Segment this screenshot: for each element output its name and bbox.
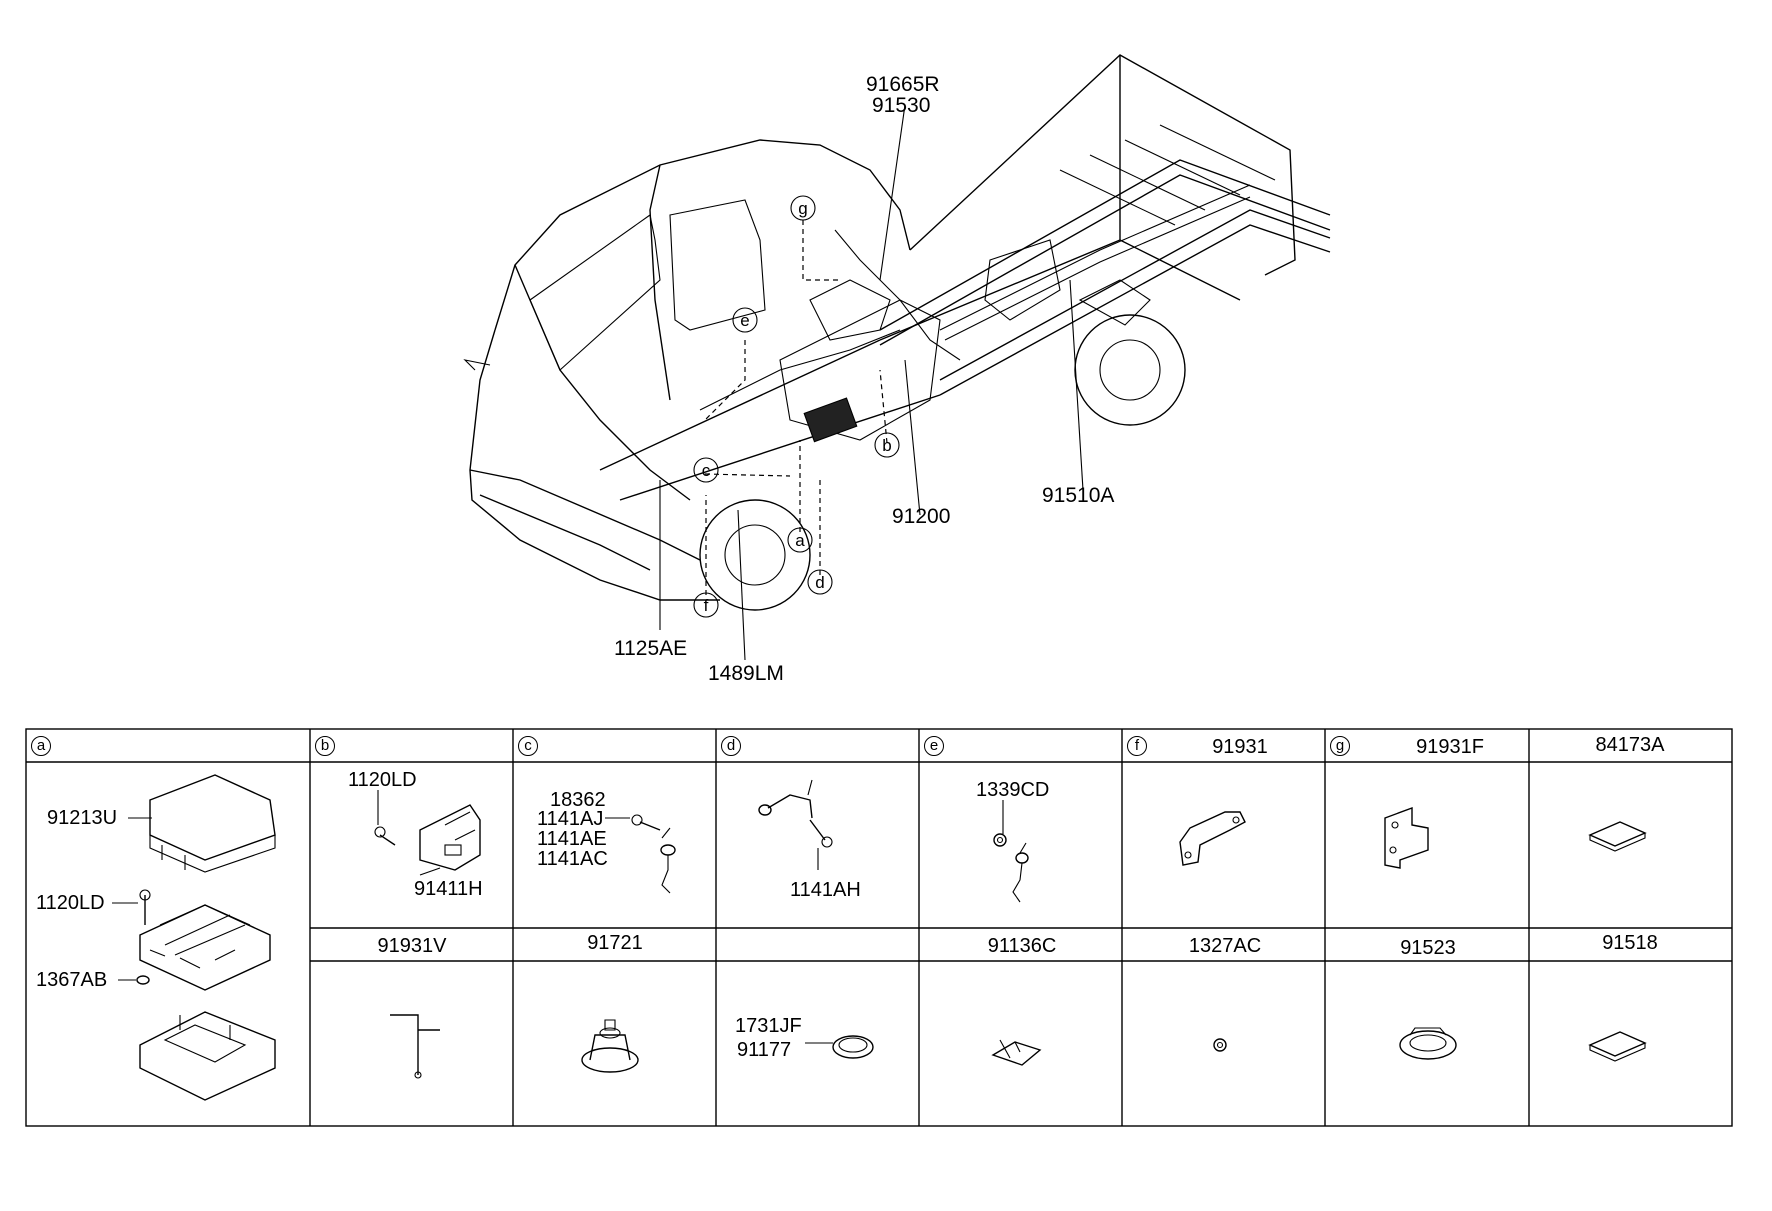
cell-a-letter: a (31, 736, 51, 756)
cell-r2c2-code: 91721 (587, 932, 643, 954)
callout-91665r: 91665R (866, 73, 940, 96)
parts-table-grid (25, 728, 1733, 1127)
f-bracket-icon (1179, 811, 1246, 866)
svg-text:f: f (704, 596, 709, 615)
fuse-box-cover-icon (149, 774, 276, 873)
bolt-icon (139, 889, 151, 925)
fuse-box-lower-case-icon (139, 1011, 276, 1101)
part-illustrations (112, 774, 1647, 1101)
bracket-icon (419, 804, 481, 871)
part-1141ah: 1141AH (790, 879, 861, 901)
e-nut-icon (993, 833, 1007, 847)
svg-text:g: g (798, 199, 807, 218)
pad-icon-91518 (1588, 1031, 1647, 1062)
plug-icon (832, 1035, 874, 1059)
fuse-box-icon (139, 904, 271, 991)
callout-1125ae: 1125AE (614, 637, 687, 660)
part-1141ac: 1141AC (537, 848, 608, 870)
washer-icon (136, 975, 150, 985)
cell-g-code: 91931F (1416, 736, 1484, 758)
part-91213u: 91213U (47, 807, 118, 829)
part-1120ld-b: 1120LD (348, 769, 417, 791)
callout-91510a: 91510A (1042, 484, 1114, 507)
marker-e: e (732, 307, 758, 333)
l-bracket-icon (390, 1014, 440, 1079)
marker-b: b (874, 432, 900, 458)
cell-r2c6-code: 91523 (1400, 937, 1456, 959)
cell-r2c5-code: 1327AC (1188, 935, 1262, 957)
svg-text:a: a (795, 531, 805, 550)
svg-text:b: b (882, 436, 891, 455)
nut-icon-1327ac (1213, 1038, 1227, 1052)
d-cable-icon (758, 779, 813, 819)
part-18362: 18362 (550, 789, 606, 811)
callouts: 91665R 91530 91200 91510A 1125AE 1489LM (614, 73, 1114, 685)
marker-a: a (787, 527, 813, 553)
vehicle-illustration (463, 54, 1331, 611)
diagram-letter-markers: g e c b a d f (693, 195, 900, 618)
cell-b-letter: b (315, 736, 335, 756)
cell-d-letter: d (721, 736, 741, 756)
svg-text:d: d (815, 573, 824, 592)
cell-g-letter: g (1330, 736, 1350, 756)
cell-h-code: 84173A (1595, 734, 1665, 756)
svg-text:c: c (702, 461, 711, 480)
marker-f: f (693, 592, 719, 618)
cell-r2c4-code: 91136C (987, 935, 1057, 957)
part-1339cd: 1339CD (976, 779, 1050, 801)
cell-f-letter: f (1127, 736, 1147, 756)
part-1141ae: 1141AE (537, 828, 607, 850)
e-terminal-icon (1012, 842, 1029, 903)
pad-icon-84173a (1588, 821, 1647, 852)
cell-r2c1-code: 91931V (377, 935, 447, 957)
part-1367ab: 1367AB (36, 969, 108, 991)
callout-91200: 91200 (892, 505, 950, 528)
part-91177: 91177 (737, 1039, 792, 1061)
cell-f-code: 91931 (1212, 736, 1268, 758)
g-bracket-icon (1384, 806, 1429, 869)
part-91411h: 91411H (414, 878, 483, 900)
c-terminal-icon (660, 827, 676, 894)
marker-d: d (807, 569, 833, 595)
cell-r2c7-code: 91518 (1602, 932, 1658, 954)
marker-g: g (790, 195, 816, 221)
part-1120ld-a: 1120LD (36, 892, 105, 914)
cell-e-letter: e (924, 736, 944, 756)
ring-grommet-icon (1399, 1027, 1457, 1060)
part-1731jf: 1731JF (735, 1015, 802, 1037)
d-bolt-icon (809, 819, 833, 848)
part-1141aj: 1141AJ (537, 808, 604, 830)
callout-1489lm: 1489LM (708, 662, 784, 685)
clip-icon (991, 1039, 1042, 1066)
grommet-icon (581, 1019, 639, 1073)
c-bolt-icon (631, 814, 661, 831)
svg-text:e: e (740, 311, 749, 330)
cell-c-letter: c (518, 736, 538, 756)
callout-91530: 91530 (872, 94, 930, 117)
marker-c: c (693, 457, 719, 483)
leader-lines (659, 104, 1084, 661)
b-bolt-icon (374, 826, 396, 846)
